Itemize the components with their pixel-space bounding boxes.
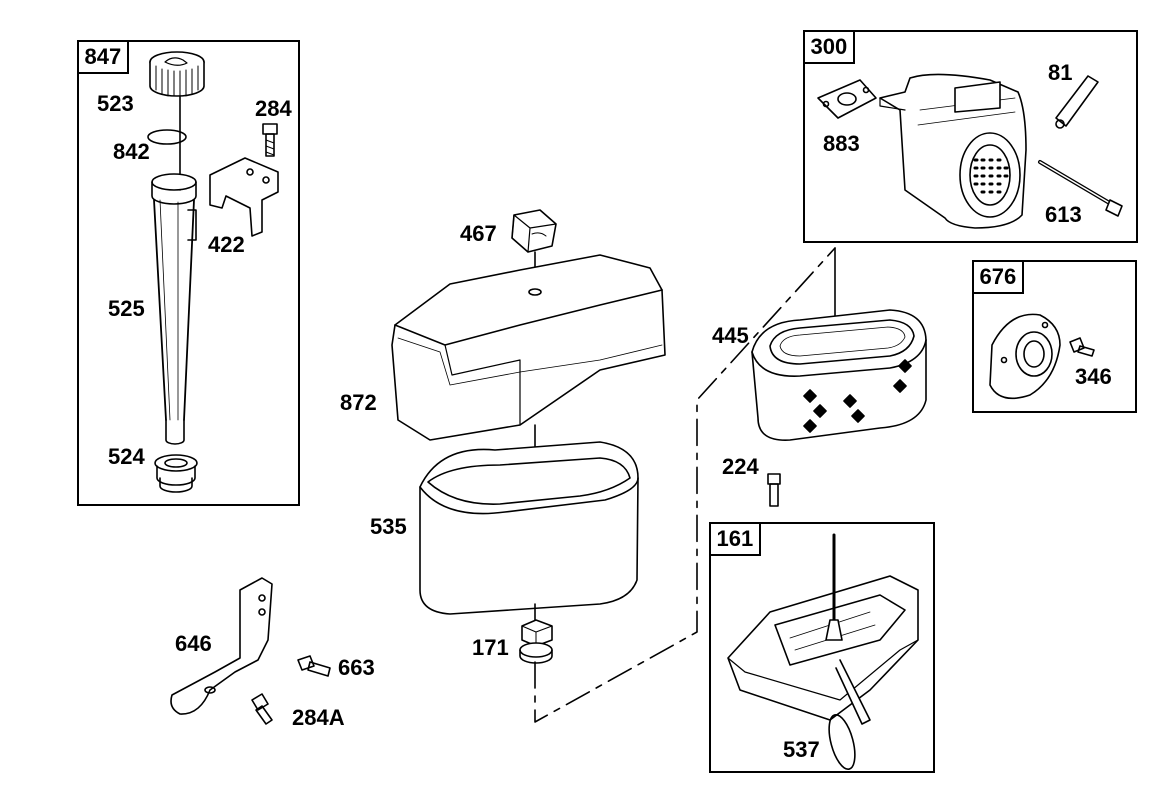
kit-box-300: 300 xyxy=(802,29,1138,243)
part-label-537: 537 xyxy=(783,737,820,762)
adapter-676 xyxy=(989,313,1061,400)
grommet-524 xyxy=(154,454,198,493)
part-label-224: 224 xyxy=(722,454,759,479)
bracket-646 xyxy=(170,577,273,715)
kit-box-847: 847 xyxy=(76,39,300,506)
part-label-613: 613 xyxy=(1045,202,1082,227)
leader-dashed xyxy=(534,247,836,723)
part-label-523: 523 xyxy=(97,91,134,116)
kit-box-161: 161 xyxy=(708,521,935,773)
pre-cleaner-535 xyxy=(419,441,639,615)
seal-537 xyxy=(828,714,856,770)
part-label-524: 524 xyxy=(108,444,145,469)
grommet-171 xyxy=(519,619,553,664)
part-label-346: 346 xyxy=(1075,364,1112,389)
o-ring-842 xyxy=(147,129,187,145)
part-label-81: 81 xyxy=(1048,60,1073,85)
kit-label-300: 300 xyxy=(802,29,856,64)
screw-224 xyxy=(767,473,781,507)
part-label-284a: 284A xyxy=(292,705,345,730)
screw-284 xyxy=(262,123,278,157)
part-label-872: 872 xyxy=(340,390,377,415)
part-label-663: 663 xyxy=(338,655,375,680)
screw-284a xyxy=(251,693,273,725)
knob-467 xyxy=(511,209,557,253)
part-label-525: 525 xyxy=(108,296,145,321)
kit-label-676: 676 xyxy=(971,259,1025,294)
base-161 xyxy=(727,533,919,725)
part-label-467: 467 xyxy=(460,221,497,246)
part-label-445: 445 xyxy=(712,323,749,348)
part-label-171: 171 xyxy=(472,635,509,660)
cover-872 xyxy=(391,254,666,441)
screw-346 xyxy=(1069,337,1095,357)
part-label-422: 422 xyxy=(208,232,245,257)
screw-663 xyxy=(297,655,331,677)
part-label-842: 842 xyxy=(113,139,150,164)
dipstick-cap-523 xyxy=(149,51,205,97)
bolt-613 xyxy=(1038,160,1123,217)
deflector-81 xyxy=(1055,75,1099,129)
part-label-883: 883 xyxy=(823,131,860,156)
part-label-284: 284 xyxy=(255,96,292,121)
part-label-646: 646 xyxy=(175,631,212,656)
muffler-300 xyxy=(879,73,1027,229)
filter-445 xyxy=(751,309,927,441)
kit-label-847: 847 xyxy=(76,39,130,74)
kit-box-676: 676 xyxy=(971,259,1137,413)
part-label-535: 535 xyxy=(370,514,407,539)
gasket-883 xyxy=(817,79,877,119)
kit-label-161: 161 xyxy=(708,521,762,556)
dipstick-tube-525 xyxy=(151,173,197,445)
bracket-422 xyxy=(209,157,279,237)
